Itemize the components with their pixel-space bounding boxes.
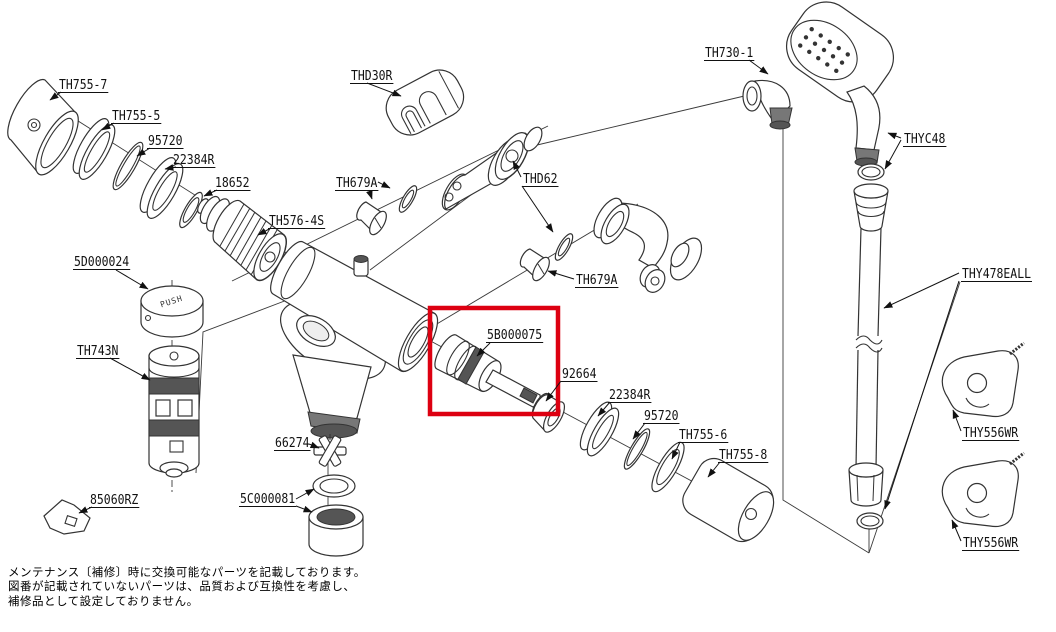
svg-text:95720: 95720: [148, 133, 183, 149]
part-washer-lower: [554, 233, 574, 261]
footnote: メンテナンス〔補修〕時に交換可能なパーツを記載しております。 図番が記載されてい…: [8, 565, 366, 608]
part-label-th730-1: TH730-1: [704, 45, 769, 75]
svg-text:22384R: 22384R: [609, 387, 651, 403]
svg-text:THY556WR: THY556WR: [963, 535, 1019, 551]
part-label-th755-6: TH755-6: [671, 427, 729, 460]
svg-text:TH755-7: TH755-7: [59, 77, 107, 93]
part-th679a-upper: [356, 201, 387, 236]
part-shower-head: [786, 1, 894, 167]
part-22384r-right: [579, 401, 620, 457]
part-thy556wr-holder-2: [941, 451, 1025, 528]
part-valve-body: [270, 240, 439, 373]
part-95720-right: [623, 428, 651, 470]
part-label-th755-8: TH755-8: [707, 447, 769, 478]
part-label-5c000081: 5C000081: [239, 488, 315, 513]
footnote-line: メンテナンス〔補修〕時に交換可能なパーツを記載しております。: [8, 565, 366, 579]
part-18652: [179, 191, 203, 229]
part-label-thy478eall: THY478EALL: [883, 266, 1032, 510]
part-label-22384r: 22384R: [164, 152, 216, 171]
part-th755-5: [72, 118, 116, 180]
svg-text:5D000024: 5D000024: [74, 254, 129, 270]
svg-text:TH576-4S: TH576-4S: [269, 213, 324, 229]
part-95720-left: [112, 141, 144, 191]
part-label-th576-4s: TH576-4S: [257, 213, 326, 236]
part-label-thd62: THD62: [512, 160, 559, 233]
part-washer-upper: [398, 185, 418, 213]
part-label-5b000075: 5B000075: [476, 327, 544, 357]
part-label-th743n: TH743N: [76, 343, 151, 381]
part-label-thy556wr: THY556WR: [952, 409, 1020, 441]
part-label-18652: 18652: [203, 175, 251, 197]
svg-text:18652: 18652: [215, 175, 250, 191]
part-label-th755-5: TH755-5: [101, 108, 162, 131]
part-hose-nut: [848, 462, 884, 507]
part-hose-connector: [853, 183, 889, 232]
part-thd62-arm: [593, 197, 703, 293]
svg-text:95720: 95720: [644, 408, 679, 424]
part-label-thy556wr: THY556WR: [951, 519, 1020, 551]
svg-text:TH755-8: TH755-8: [719, 447, 767, 463]
part-th679a-lower: [519, 248, 550, 282]
svg-text:TH755-6: TH755-6: [679, 427, 727, 443]
part-label-95720: 95720: [136, 133, 184, 157]
svg-text:THYC48: THYC48: [904, 131, 945, 147]
labels-layer: TH755-7TH755-59572022384R18652TH576-4S5D…: [49, 45, 1032, 551]
footnote-line: 図番が記載されていないパーツは、品質および互換性を考慮し、: [8, 579, 356, 594]
svg-text:5C000081: 5C000081: [240, 491, 295, 507]
svg-text:THD30R: THD30R: [351, 68, 393, 84]
part-th743n-cartridge: [148, 345, 200, 478]
part-label-th679a: TH679A: [335, 175, 391, 200]
svg-text:TH743N: TH743N: [77, 343, 118, 359]
part-thd62-connector: [441, 126, 543, 211]
part-label-66274: 66274: [274, 435, 320, 451]
svg-text:85060RZ: 85060RZ: [90, 492, 138, 508]
svg-text:TH679A: TH679A: [336, 175, 377, 191]
part-th730-1-elbow: [742, 79, 793, 130]
part-label-22384r: 22384R: [597, 387, 652, 417]
part-label-thyc48: THYC48: [884, 131, 947, 170]
part-5c000081-washer: [312, 474, 356, 498]
part-th576-4s: [197, 195, 287, 282]
part-5d000024-cap: PUSH: [140, 285, 204, 338]
svg-text:5B000075: 5B000075: [487, 327, 542, 343]
svg-text:TH679A: TH679A: [576, 272, 617, 288]
svg-text:22384R: 22384R: [173, 152, 215, 168]
part-label-th679a: TH679A: [547, 270, 619, 288]
part-hose-oring: [856, 512, 884, 530]
part-label-95720: 95720: [632, 408, 680, 440]
part-th755-6: [651, 441, 685, 493]
footnote-line: 補修品として設定しておりません。: [8, 593, 199, 608]
part-label-th755-7: TH755-7: [49, 77, 109, 101]
svg-text:TH755-5: TH755-5: [112, 108, 160, 124]
highlight-box: [427, 305, 561, 417]
part-22384r-left: [139, 157, 184, 219]
part-th755-8: [682, 457, 775, 543]
part-label-thd30r: THD30R: [350, 68, 402, 97]
svg-text:66274: 66274: [275, 435, 310, 451]
svg-text:TH730-1: TH730-1: [705, 45, 753, 61]
part-th755-7: [7, 78, 79, 176]
part-label-85060rz: 85060RZ: [78, 492, 140, 514]
svg-text:92664: 92664: [562, 366, 597, 382]
part-shower-hose: [855, 227, 883, 469]
part-thd30r-handle: [385, 69, 465, 136]
part-label-92664: 92664: [545, 366, 598, 402]
part-label-5d000024: 5D000024: [73, 254, 149, 290]
svg-text:THY556WR: THY556WR: [963, 425, 1019, 441]
part-66274-impeller: [313, 434, 347, 467]
part-85060rz-key: [43, 499, 91, 535]
svg-text:THY478EALL: THY478EALL: [962, 266, 1031, 282]
part-5c000081-cup: [308, 504, 364, 557]
svg-text:THD62: THD62: [523, 171, 558, 187]
part-5b000075-cartridge: [434, 334, 541, 408]
part-thyc48-oring: [857, 163, 885, 181]
part-thy556wr-holder-1: [941, 341, 1025, 418]
